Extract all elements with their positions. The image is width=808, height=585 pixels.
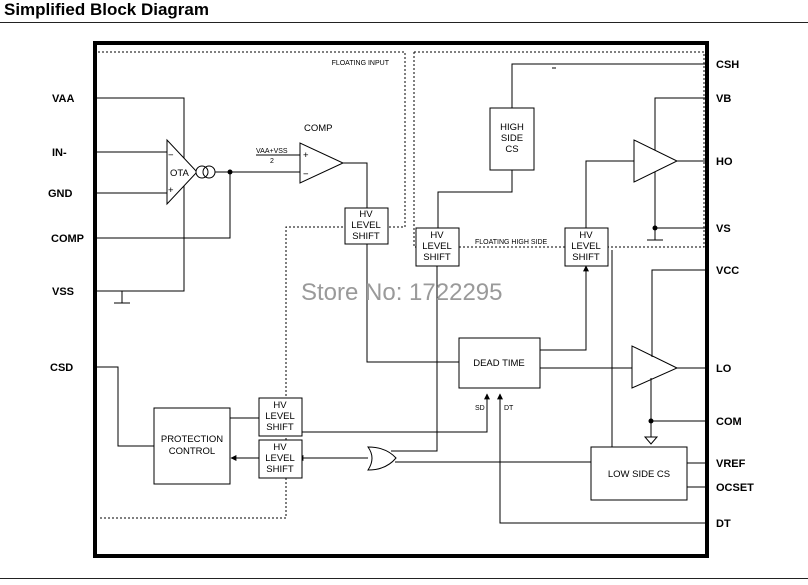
- svg-text:PROTECTION: PROTECTION: [161, 434, 223, 445]
- svg-text:LEVEL: LEVEL: [265, 453, 295, 464]
- pin-in-minus: IN-: [52, 147, 67, 159]
- pin-vref: VREF: [716, 458, 746, 470]
- pin-gnd: GND: [48, 188, 73, 200]
- or-gate: [297, 446, 397, 471]
- pin-vcc: VCC: [716, 265, 739, 277]
- dead-time-label: DEAD TIME: [473, 358, 525, 369]
- pin-com: COM: [716, 416, 742, 428]
- hv-level-shift-fault: HV LEVEL SHIFT: [230, 439, 303, 479]
- comp-ref-top: VAA+VSS: [256, 148, 288, 155]
- ota-minus: −: [168, 150, 174, 161]
- svg-text:SHIFT: SHIFT: [266, 464, 294, 475]
- svg-text:HV: HV: [579, 230, 593, 241]
- floating-input-label: FLOATING INPUT: [332, 60, 390, 67]
- svg-text:CONTROL: CONTROL: [169, 446, 215, 457]
- protection-control: PROTECTION CONTROL: [153, 407, 231, 485]
- dead-time-block: DEAD TIME SD DT: [458, 337, 632, 412]
- ota-plus: +: [168, 185, 174, 196]
- pin-vs: VS: [716, 223, 731, 235]
- pin-csh: CSH: [716, 59, 739, 71]
- input-wiring: [95, 97, 300, 304]
- pin-vb: VB: [716, 93, 731, 105]
- comp-ref-bottom: 2: [270, 158, 274, 165]
- chip-outline: [93, 41, 709, 558]
- dead-time-sd: SD: [475, 405, 485, 412]
- pin-lo: LO: [716, 363, 732, 375]
- csd-wire: [95, 366, 154, 447]
- high-side-cs: HIGH SIDE CS: [437, 63, 707, 228]
- svg-text:LEVEL: LEVEL: [571, 241, 601, 252]
- svg-text:SHIFT: SHIFT: [266, 422, 294, 433]
- comp-minus: −: [303, 169, 309, 180]
- ota-label: OTA: [170, 168, 189, 179]
- low-side-cs: LOW SIDE CS: [395, 250, 707, 501]
- svg-text:SIDE: SIDE: [501, 133, 523, 144]
- pin-csd: CSD: [50, 362, 73, 374]
- svg-text:HV: HV: [359, 209, 373, 220]
- pin-ho: HO: [716, 156, 733, 168]
- store-watermark: Store No: 1722295: [301, 279, 502, 306]
- svg-text:SHIFT: SHIFT: [352, 231, 380, 242]
- comp-comparator: COMP VAA+VSS 2 + −: [256, 123, 368, 208]
- svg-text:HV: HV: [273, 442, 287, 453]
- hv-level-shift-ho: HV LEVEL SHIFT: [540, 160, 634, 351]
- svg-text:CS: CS: [505, 144, 518, 155]
- low-side-driver: [631, 269, 707, 424]
- low-side-cs-label: LOW SIDE CS: [608, 469, 670, 480]
- svg-text:HV: HV: [430, 230, 444, 241]
- pin-dt: DT: [716, 518, 731, 530]
- svg-text:HIGH: HIGH: [500, 122, 524, 133]
- svg-text:SHIFT: SHIFT: [572, 252, 600, 263]
- dt-wire: [497, 393, 707, 524]
- title-underline: [0, 22, 808, 23]
- right-pins: CSH VB HO VS VCC LO COM VREF OCSET DT: [705, 59, 754, 530]
- left-pins: VAA IN- GND COMP VSS CSD: [48, 93, 97, 374]
- svg-text:LEVEL: LEVEL: [265, 411, 295, 422]
- ota-amplifier: OTA − +: [166, 138, 216, 206]
- svg-text:LEVEL: LEVEL: [351, 220, 381, 231]
- dead-time-dt: DT: [504, 405, 514, 412]
- hv-level-shift-comp: HV LEVEL SHIFT: [344, 207, 459, 363]
- floating-high-side-label: FLOATING HIGH SIDE: [475, 239, 548, 246]
- pin-comp: COMP: [51, 233, 84, 245]
- hv-level-shift-hscs: HV LEVEL SHIFT: [391, 227, 460, 452]
- svg-text:LEVEL: LEVEL: [422, 241, 452, 252]
- svg-text:SHIFT: SHIFT: [423, 252, 451, 263]
- high-side-driver: [633, 97, 707, 241]
- pin-vss: VSS: [52, 286, 74, 298]
- pin-ocset: OCSET: [716, 482, 754, 494]
- hv-level-shift-sd: HV LEVEL SHIFT: [230, 393, 490, 437]
- page-title: Simplified Block Diagram: [4, 0, 209, 19]
- svg-text:HV: HV: [273, 400, 287, 411]
- comp-title: COMP: [304, 123, 333, 134]
- bottom-rule: [0, 578, 808, 579]
- pin-vaa: VAA: [52, 93, 74, 105]
- floating-high-side-region: [413, 51, 705, 248]
- comp-plus: +: [303, 150, 309, 161]
